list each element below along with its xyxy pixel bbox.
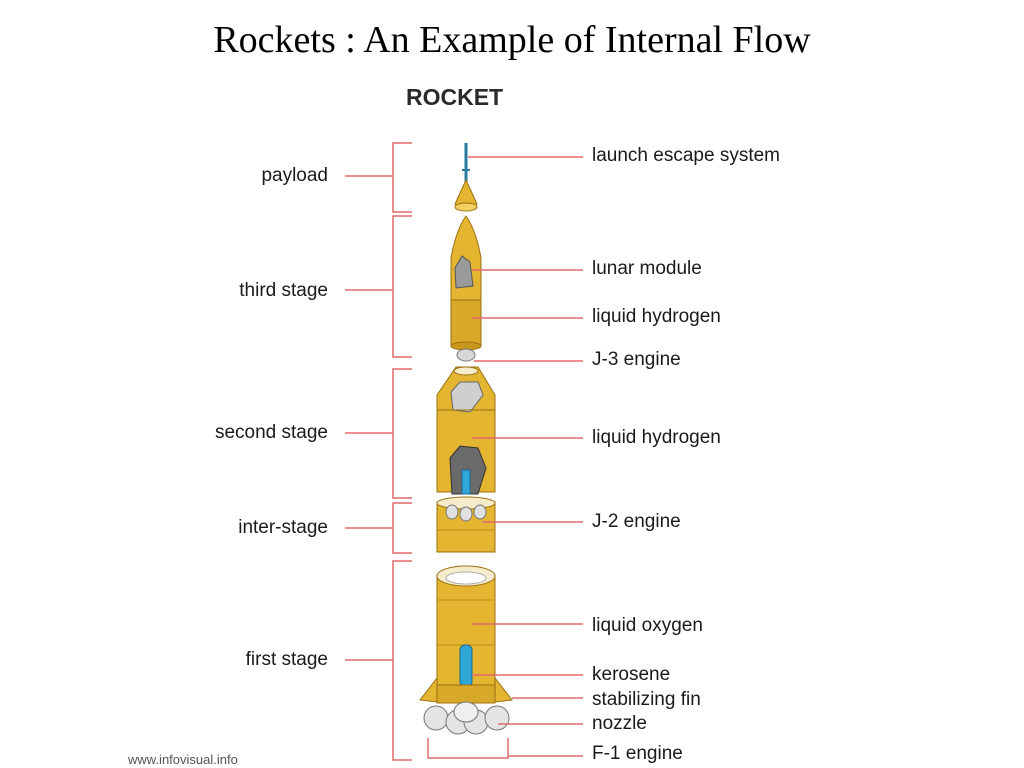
- source-credit: www.infovisual.info: [128, 752, 238, 767]
- diagram-title: ROCKET: [406, 84, 504, 110]
- slide-title: Rockets : An Example of Internal Flow: [213, 19, 811, 61]
- f1-bracket: [427, 738, 583, 759]
- first-stage-bracket: [345, 560, 412, 761]
- stage-brackets: [345, 142, 583, 761]
- label-liquid-hydrogen-second: liquid hydrogen: [592, 427, 721, 448]
- label-j3-engine: J-3 engine: [592, 349, 681, 370]
- inter-stage-bracket: [345, 502, 412, 554]
- label-third-stage: third stage: [239, 280, 328, 301]
- component-leaders: [468, 156, 583, 725]
- payload-bracket: [345, 142, 412, 213]
- label-first-stage: first stage: [245, 649, 328, 670]
- third-stage-bracket: [345, 215, 412, 358]
- label-lunar-module: lunar module: [592, 258, 702, 279]
- label-inter-stage: inter-stage: [238, 517, 328, 538]
- label-liquid-hydrogen-third: liquid hydrogen: [592, 306, 721, 327]
- label-liquid-oxygen: liquid oxygen: [592, 615, 703, 636]
- label-f1-engine: F-1 engine: [592, 743, 683, 764]
- label-kerosene: kerosene: [592, 664, 671, 685]
- rocket-illustration: [419, 143, 513, 735]
- label-nozzle: nozzle: [592, 713, 647, 734]
- second-stage-bracket: [345, 368, 412, 499]
- label-launch-escape-system: launch escape system: [592, 145, 780, 166]
- label-j2-engine: J-2 engine: [592, 511, 681, 532]
- label-stabilizing-fin: stabilizing fin: [592, 689, 701, 710]
- label-second-stage: second stage: [214, 422, 328, 443]
- label-payload: payload: [261, 165, 328, 186]
